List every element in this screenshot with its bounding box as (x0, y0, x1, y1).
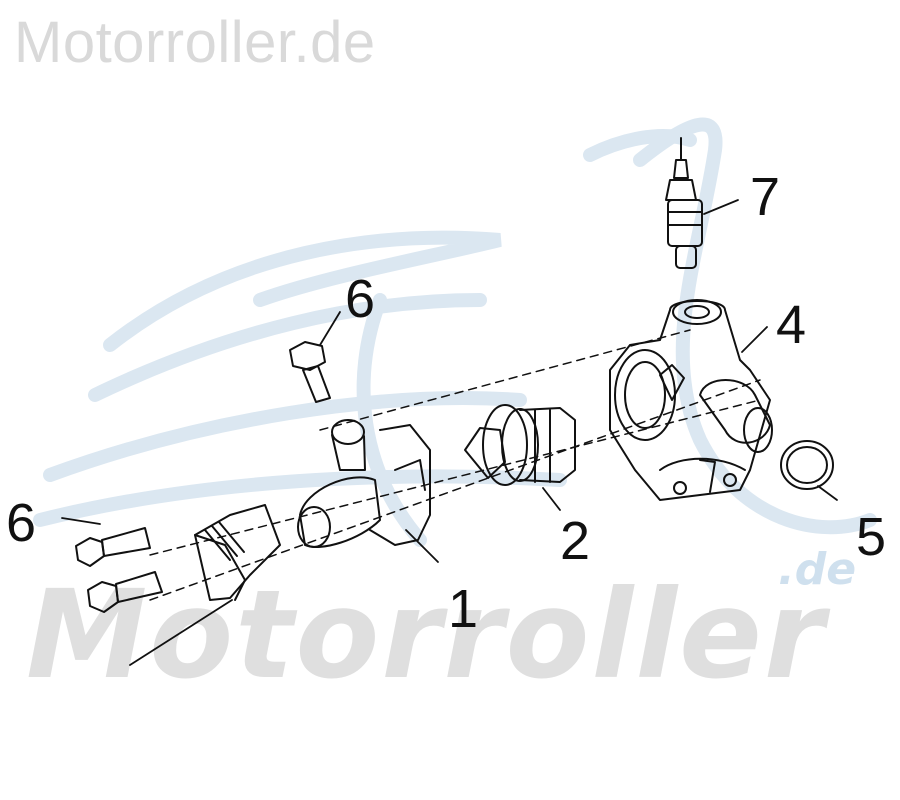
part-2-thermostat (464, 404, 576, 486)
callout-4: 4 (776, 295, 807, 355)
big-watermark: Motorroller (26, 564, 827, 706)
callout-2: 2 (560, 511, 591, 571)
part-6-bolt-top (289, 341, 331, 403)
callout-5: 5 (856, 507, 887, 567)
part-7-sensor (665, 137, 703, 269)
leader-lines (61, 199, 838, 666)
part-1-cover (297, 419, 431, 549)
clamp-part (194, 504, 281, 601)
assembly-axis-lines (149, 329, 761, 601)
callout-1: 1 (448, 579, 479, 639)
de-watermark: .de (778, 544, 857, 595)
callout-7: 7 (750, 167, 781, 227)
callout-6-top: 6 (345, 269, 376, 329)
part-6-bolts-left (75, 527, 163, 613)
part-5-oring (780, 440, 834, 490)
part-4-housing (609, 299, 773, 501)
header-watermark: Motorroller.de (14, 10, 376, 75)
callout-6-left: 6 (6, 493, 37, 553)
